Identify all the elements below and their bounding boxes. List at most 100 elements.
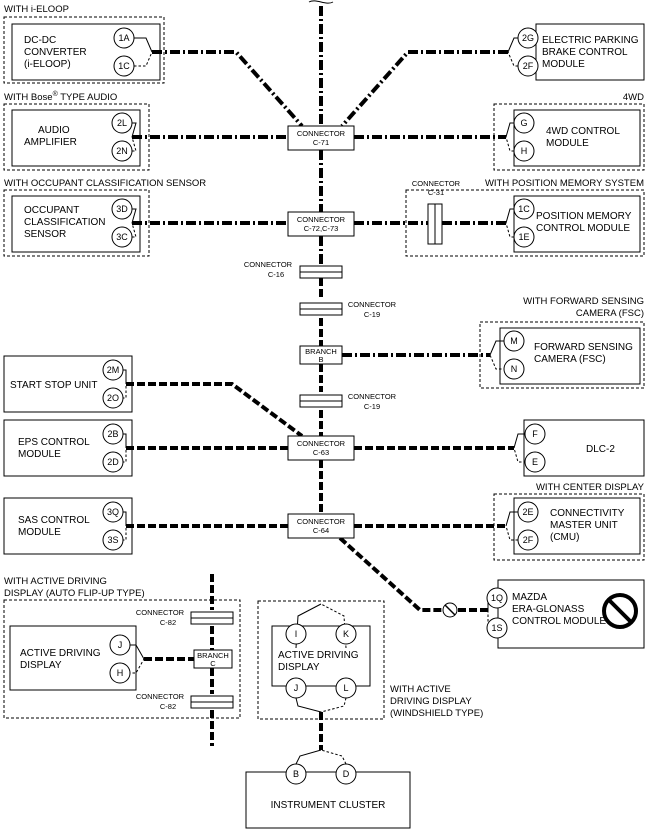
- epb-name-2: BRAKE CONTROL: [542, 47, 628, 58]
- audio-name-2: AMPLIFIER: [24, 137, 77, 148]
- instrument-cluster-name: INSTRUMENT CLUSTER: [271, 800, 386, 811]
- c16-label-1: CONNECTOR: [244, 260, 293, 269]
- posmem-name-1: POSITION MEMORY: [536, 211, 632, 222]
- c72-label-2: C-72,C-73: [304, 224, 339, 233]
- fsc-name-1: FORWARD SENSING: [534, 342, 633, 353]
- dcdc-name-3: (i-ELOOP): [24, 59, 71, 70]
- cmu-name-3: (CMU): [550, 532, 579, 543]
- pin-label-eps-2b: 2B: [107, 429, 118, 439]
- pin-label-4wd-h: H: [521, 146, 528, 156]
- pin-ocs-3c: [111, 226, 133, 248]
- epb-module-box: [535, 23, 645, 81]
- pin-label-advws-j: J: [294, 683, 299, 693]
- group-4wd: [493, 103, 645, 171]
- pin-label-advws-i: I: [295, 629, 298, 639]
- pin-label-advauto-j: J: [118, 640, 123, 650]
- eps-name-1: EPS CONTROL: [18, 437, 90, 448]
- c82a-label-2: C-82: [160, 618, 176, 627]
- era-name-3: CONTROL MODULE: [512, 616, 606, 627]
- connector-c16: [299, 265, 343, 279]
- cmu-name-1: CONNECTIVITY: [550, 508, 625, 519]
- group-adv-ws-label-2: DRIVING DISPLAY: [390, 696, 472, 707]
- pin-label-sas-3q: 3Q: [107, 507, 119, 517]
- pin-label-advws-k: K: [343, 629, 349, 639]
- pin-dlc-e: [524, 451, 546, 473]
- dcdc-converter-box: [11, 23, 161, 81]
- adv-ws-name-1: ACTIVE DRIVING: [278, 650, 359, 661]
- pin-cmu-2f: [517, 529, 539, 551]
- pin-label-sas-3s: 3S: [107, 535, 118, 545]
- group-position-memory-label: WITH POSITION MEMORY SYSTEM: [485, 178, 644, 189]
- group-position-memory: [405, 189, 645, 257]
- branch-c-label-1: BRANCH: [197, 651, 229, 660]
- pin-epb-2f: [517, 55, 539, 77]
- group-bose-label: WITH Bose® TYPE AUDIO: [4, 90, 117, 103]
- group-ocs: [3, 189, 150, 257]
- pin-label-era-1s: 1S: [491, 623, 502, 633]
- pin-label-advws-l: L: [343, 683, 348, 693]
- trunk-c64-era: [338, 536, 442, 612]
- 4wd-name-1: 4WD CONTROL: [546, 126, 620, 137]
- pin-ic-d: [335, 763, 357, 785]
- pin-label-dcdc-1c: 1C: [118, 61, 130, 71]
- pin-label-ssu-2o: 2O: [107, 393, 119, 403]
- group-ieloop-label: WITH i-ELOOP: [4, 4, 69, 15]
- pin-label-posmem-1e: 1E: [518, 232, 529, 242]
- c72-label-1: CONNECTOR: [297, 215, 346, 224]
- pin-4wd-h: [513, 140, 535, 162]
- dlc-name: DLC-2: [586, 444, 615, 455]
- adv-ws-name-2: DISPLAY: [278, 662, 320, 673]
- pin-eps-2d: [102, 451, 124, 473]
- group-fsc-label-1: WITH FORWARD SENSING: [523, 296, 644, 307]
- pin-posmem-1e: [513, 226, 535, 248]
- wire-break-icon: [308, 0, 334, 4]
- pin-label-ic-d: D: [343, 769, 350, 779]
- prohibited-symbol-icon: [602, 593, 638, 629]
- connector-c82-a: [190, 611, 234, 625]
- connector-c64: [287, 513, 355, 539]
- pin-4wd-g: [513, 112, 535, 134]
- dcdc-name-2: CONVERTER: [24, 47, 87, 58]
- pin-label-ocs-3d: 3D: [116, 204, 128, 214]
- pin-posmem-1c: [513, 198, 535, 220]
- group-adv-auto: [3, 599, 241, 719]
- pin-ic-b: [285, 763, 307, 785]
- group-fsc-label-2: CAMERA (FSC): [576, 308, 644, 319]
- group-adv-auto-label-1: WITH ACTIVE DRIVING: [4, 576, 107, 587]
- pin-sas-3s: [102, 529, 124, 551]
- pin-dcdc-1a: [113, 27, 135, 49]
- pin-audio-2l: [111, 112, 133, 134]
- wire-ssu-c63: [126, 382, 304, 438]
- group-fsc: [479, 321, 645, 389]
- eps-name-2: MODULE: [18, 449, 61, 460]
- branch-b: [299, 345, 343, 365]
- c71-label-2: C-71: [313, 138, 329, 147]
- branch-c-label-2: C: [210, 659, 216, 668]
- c82a-label-1: CONNECTOR: [136, 608, 185, 617]
- pin-label-posmem-1c: 1C: [518, 204, 530, 214]
- c82b-label-1: CONNECTOR: [136, 692, 185, 701]
- c31-label-1: CONNECTOR: [412, 179, 461, 188]
- pin-label-audio-2l: 2L: [117, 118, 127, 128]
- pin-sas-3q: [102, 501, 124, 523]
- c31-label-2: C-31: [428, 188, 444, 197]
- pin-label-eps-2d: 2D: [107, 457, 119, 467]
- pin-label-advauto-h: H: [117, 668, 124, 678]
- wire-dcdc-c71: [152, 50, 304, 128]
- small-prohibited-symbol-icon: [442, 602, 458, 618]
- pin-advws-l: [335, 677, 357, 699]
- pin-label-epb-2g: 2G: [522, 33, 534, 43]
- dcdc-name-1: DC-DC: [24, 35, 56, 46]
- pin-ocs-3d: [111, 198, 133, 220]
- era-name-2: ERA-GLONASS: [512, 604, 585, 615]
- epb-name-1: ELECTRIC PARKING: [542, 35, 639, 46]
- pin-era-1s: [486, 617, 508, 639]
- ocs-name-2: CLASSIFICATION: [24, 217, 106, 228]
- c19b-label-1: CONNECTOR: [348, 392, 397, 401]
- pin-label-fsc-m: M: [510, 336, 518, 346]
- instrument-cluster-box: [245, 771, 411, 829]
- fsc-name-2: CAMERA (FSC): [534, 354, 606, 365]
- pin-fsc-m: [503, 330, 525, 352]
- connector-c82-b: [190, 695, 234, 709]
